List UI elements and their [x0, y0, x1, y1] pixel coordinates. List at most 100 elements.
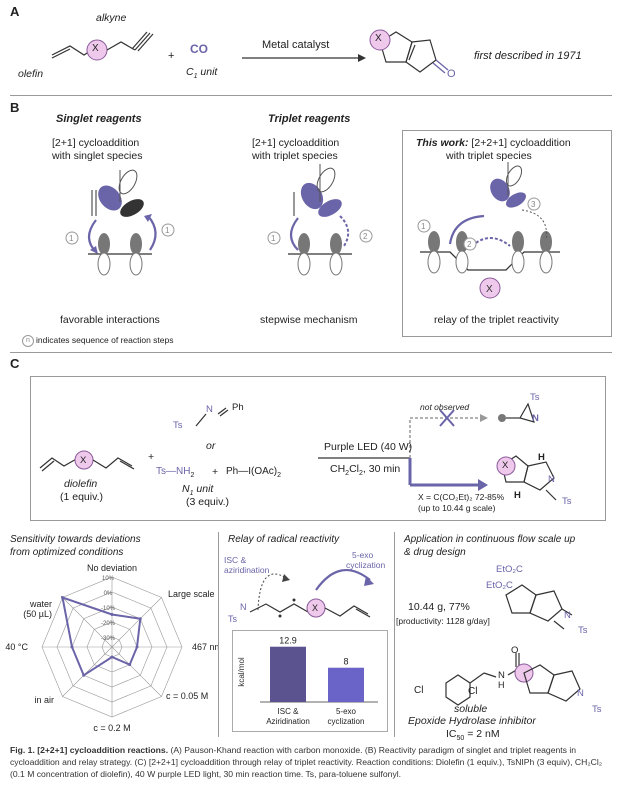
bar-value-label: 8: [343, 657, 348, 667]
bar-chart-frame: [232, 630, 388, 732]
not-observed: not observed: [420, 402, 470, 412]
yield-label: X = C(CO₂Et)₂ 72-85%: [418, 492, 505, 502]
radar-axis-label: Large scale: [168, 589, 215, 599]
radar-tick-label: -10%: [101, 606, 116, 612]
figure-caption: Fig. 1. [2+2+1] cycloaddition reactions.…: [10, 745, 603, 779]
radar-axis-label-water-amount: (50 µL): [23, 609, 52, 619]
drug-ts: Ts: [592, 704, 602, 715]
sens-title1: Sensitivity towards deviations: [10, 534, 141, 545]
eto2c-2: EtO₂C: [486, 580, 513, 591]
divider-v1: [218, 532, 219, 737]
radar-tick-label: -20%: [101, 621, 116, 627]
eto2c-1: EtO₂C: [496, 564, 523, 575]
n1-unit: N1 unit: [182, 483, 214, 498]
radar-point: [110, 655, 114, 659]
inhibitor: Epoxide Hydrolase inhibitor: [408, 715, 536, 727]
catalyst-label: Metal catalyst: [262, 39, 330, 51]
isc-label: ISC &: [224, 555, 247, 565]
svg-text:1: 1: [271, 234, 276, 243]
tsnh2: Ts—NH2: [156, 466, 195, 479]
svg-text:1: 1: [421, 222, 426, 231]
radar-spoke: [62, 597, 113, 648]
product-x: X: [375, 33, 382, 44]
triplet-title: Triplet reagents: [268, 113, 351, 125]
plus-a: +: [168, 50, 175, 62]
singlet-orbital: 1 1: [65, 169, 175, 276]
radar-tick-label: 10%: [102, 576, 115, 582]
soluble: soluble: [454, 703, 488, 715]
urea-nh-h: H: [498, 680, 505, 690]
radar-point: [82, 673, 86, 677]
drug-structures: [445, 584, 581, 706]
urea-nh: N: [498, 670, 505, 681]
relay-scheme: [249, 569, 374, 618]
bar-category-label: Aziridination: [266, 717, 310, 726]
radar-axis-label: 40 °C: [5, 642, 28, 652]
diolefin-x: X: [80, 455, 87, 466]
alkyne-label: alkyne: [96, 12, 127, 24]
sens-title2: from optimized conditions: [10, 547, 124, 558]
flow-n: N: [564, 610, 571, 621]
exo-label: 5-exo: [352, 550, 374, 560]
divider-a-b: [10, 95, 612, 96]
productivity: [productivity: 1128 g/day]: [396, 616, 490, 626]
work-bottom: relay of the triplet reactivity: [434, 314, 559, 326]
bar-category-label: cyclization: [328, 717, 365, 726]
mass-yield: 10.44 g, 77%: [408, 601, 470, 613]
svg-text:2: 2: [363, 232, 368, 241]
plus-c1: +: [148, 451, 155, 463]
n1-equiv: (3 equiv.): [186, 496, 229, 508]
panel-b-label: B: [10, 100, 20, 115]
olefin-label: olefin: [18, 68, 44, 80]
solvent-label: CH2Cl2, 30 min: [330, 463, 401, 478]
urea-o: O: [511, 645, 519, 656]
svg-text:3: 3: [531, 200, 536, 209]
radar-tick-label: 0%: [104, 591, 113, 597]
ic50: IC50 = 2 nM: [446, 728, 500, 743]
relay-ts: Ts: [228, 614, 237, 624]
product-o: O: [447, 68, 456, 80]
radar-tick-label: -30%: [101, 636, 116, 642]
isc-label2: aziridination: [224, 565, 270, 575]
singlet-title: Singlet reagents: [56, 113, 142, 125]
aziridine-ts: Ts: [530, 392, 540, 403]
bar-ylabel: kcal/mol: [237, 657, 246, 687]
radar-point: [70, 645, 74, 649]
flow-title1: Application in continuous flow scale up: [404, 534, 576, 545]
bar-category-label: ISC &: [278, 707, 300, 716]
scale-label: (up to 10.44 g scale): [418, 503, 496, 513]
radar-point: [138, 617, 142, 621]
radar-axis-label: 467 nm: [192, 642, 218, 652]
radar-axis-label: No deviation: [87, 563, 137, 573]
bar-1: [328, 667, 364, 702]
triplet-line1: [2+1] cycloaddition: [252, 137, 340, 149]
diolefin-equiv: (1 equiv.): [60, 491, 103, 503]
work-line2: with triplet species: [446, 150, 532, 162]
singlet-line2: with singlet species: [52, 150, 143, 162]
product-h1: H: [538, 452, 545, 463]
led-label: Purple LED (40 W): [324, 441, 413, 453]
imine-n: N: [206, 404, 213, 415]
bar-value-label: 12.9: [279, 636, 297, 646]
relay-title: Relay of radical reactivity: [228, 534, 340, 545]
sequence-circle: n: [22, 335, 34, 347]
bar-category-label: 5-exo: [336, 707, 357, 716]
imine-ts: Ts: [173, 420, 183, 431]
panel-a-label: A: [10, 4, 20, 19]
triplet-bottom: stepwise mechanism: [260, 314, 358, 326]
product-h2: H: [514, 490, 521, 501]
bar-0: [270, 646, 306, 702]
or-label: or: [206, 440, 216, 452]
radar-point: [135, 645, 139, 649]
singlet-line1: [2+1] cycloaddition: [52, 137, 140, 149]
radar-axis-label: c = 0.2 M: [93, 723, 130, 733]
triplet-orbital: 1 2: [267, 164, 373, 276]
relay-orbital: X 1 2 3: [417, 162, 560, 299]
radar-spoke: [111, 597, 162, 648]
flow-ts: Ts: [578, 625, 588, 636]
orbital-diagrams: 1 1 1 2: [65, 162, 560, 299]
radar-spoke: [62, 646, 113, 697]
first-described: first described in 1971: [474, 50, 582, 62]
x-label: X: [92, 43, 99, 54]
